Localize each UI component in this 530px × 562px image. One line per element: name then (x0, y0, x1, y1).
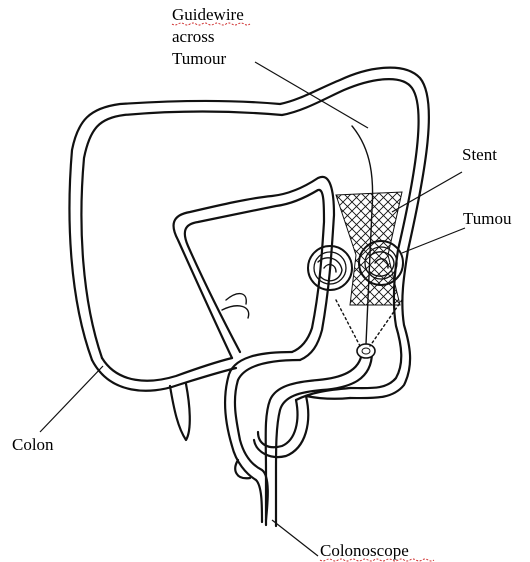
stent-mesh-line (230, 185, 360, 315)
stent-mesh-line (407, 185, 530, 315)
guidewire-label-line2: across (172, 27, 214, 46)
stent-mesh-line (425, 185, 530, 315)
guidewire-leader (255, 62, 368, 128)
stent-mesh-line (401, 185, 530, 315)
stent-mesh-line (410, 185, 530, 315)
stent-mesh-line (461, 185, 530, 315)
stent-mesh-line (185, 185, 315, 315)
stent-label: Stent (462, 145, 497, 164)
stent-mesh-line (443, 185, 530, 315)
stent-mesh-line (479, 185, 530, 315)
stent-mesh-line (416, 185, 530, 315)
stent-mesh-line (392, 185, 522, 315)
stent-mesh-line (470, 185, 530, 315)
stent-mesh-line (236, 185, 366, 315)
stent-mesh-line (452, 185, 530, 315)
leader-lines (40, 62, 465, 556)
stent-mesh-line (239, 185, 369, 315)
colonoscope-label: Colonoscope (320, 541, 409, 560)
stent-mesh-line (227, 185, 357, 315)
stent-mesh-line (131, 185, 261, 315)
colonoscope (266, 344, 375, 526)
colon-label: Colon (12, 435, 54, 454)
guidewire-label-line3: Tumour (172, 49, 227, 68)
colon-outline (69, 68, 428, 522)
colonoscope-leader (272, 520, 318, 556)
tumour-label: Tumou (463, 209, 512, 228)
colon-leader (40, 366, 103, 432)
stent-mesh-line (140, 185, 270, 315)
stent-mesh-line (434, 185, 530, 315)
stent-mesh-line (374, 185, 504, 315)
labels: Guidewire across Tumour Stent Tumou Colo… (12, 5, 512, 561)
stent-mesh-line (149, 185, 279, 315)
stent-mesh-line (194, 185, 324, 315)
guidewire-label-line1: Guidewire (172, 5, 244, 24)
